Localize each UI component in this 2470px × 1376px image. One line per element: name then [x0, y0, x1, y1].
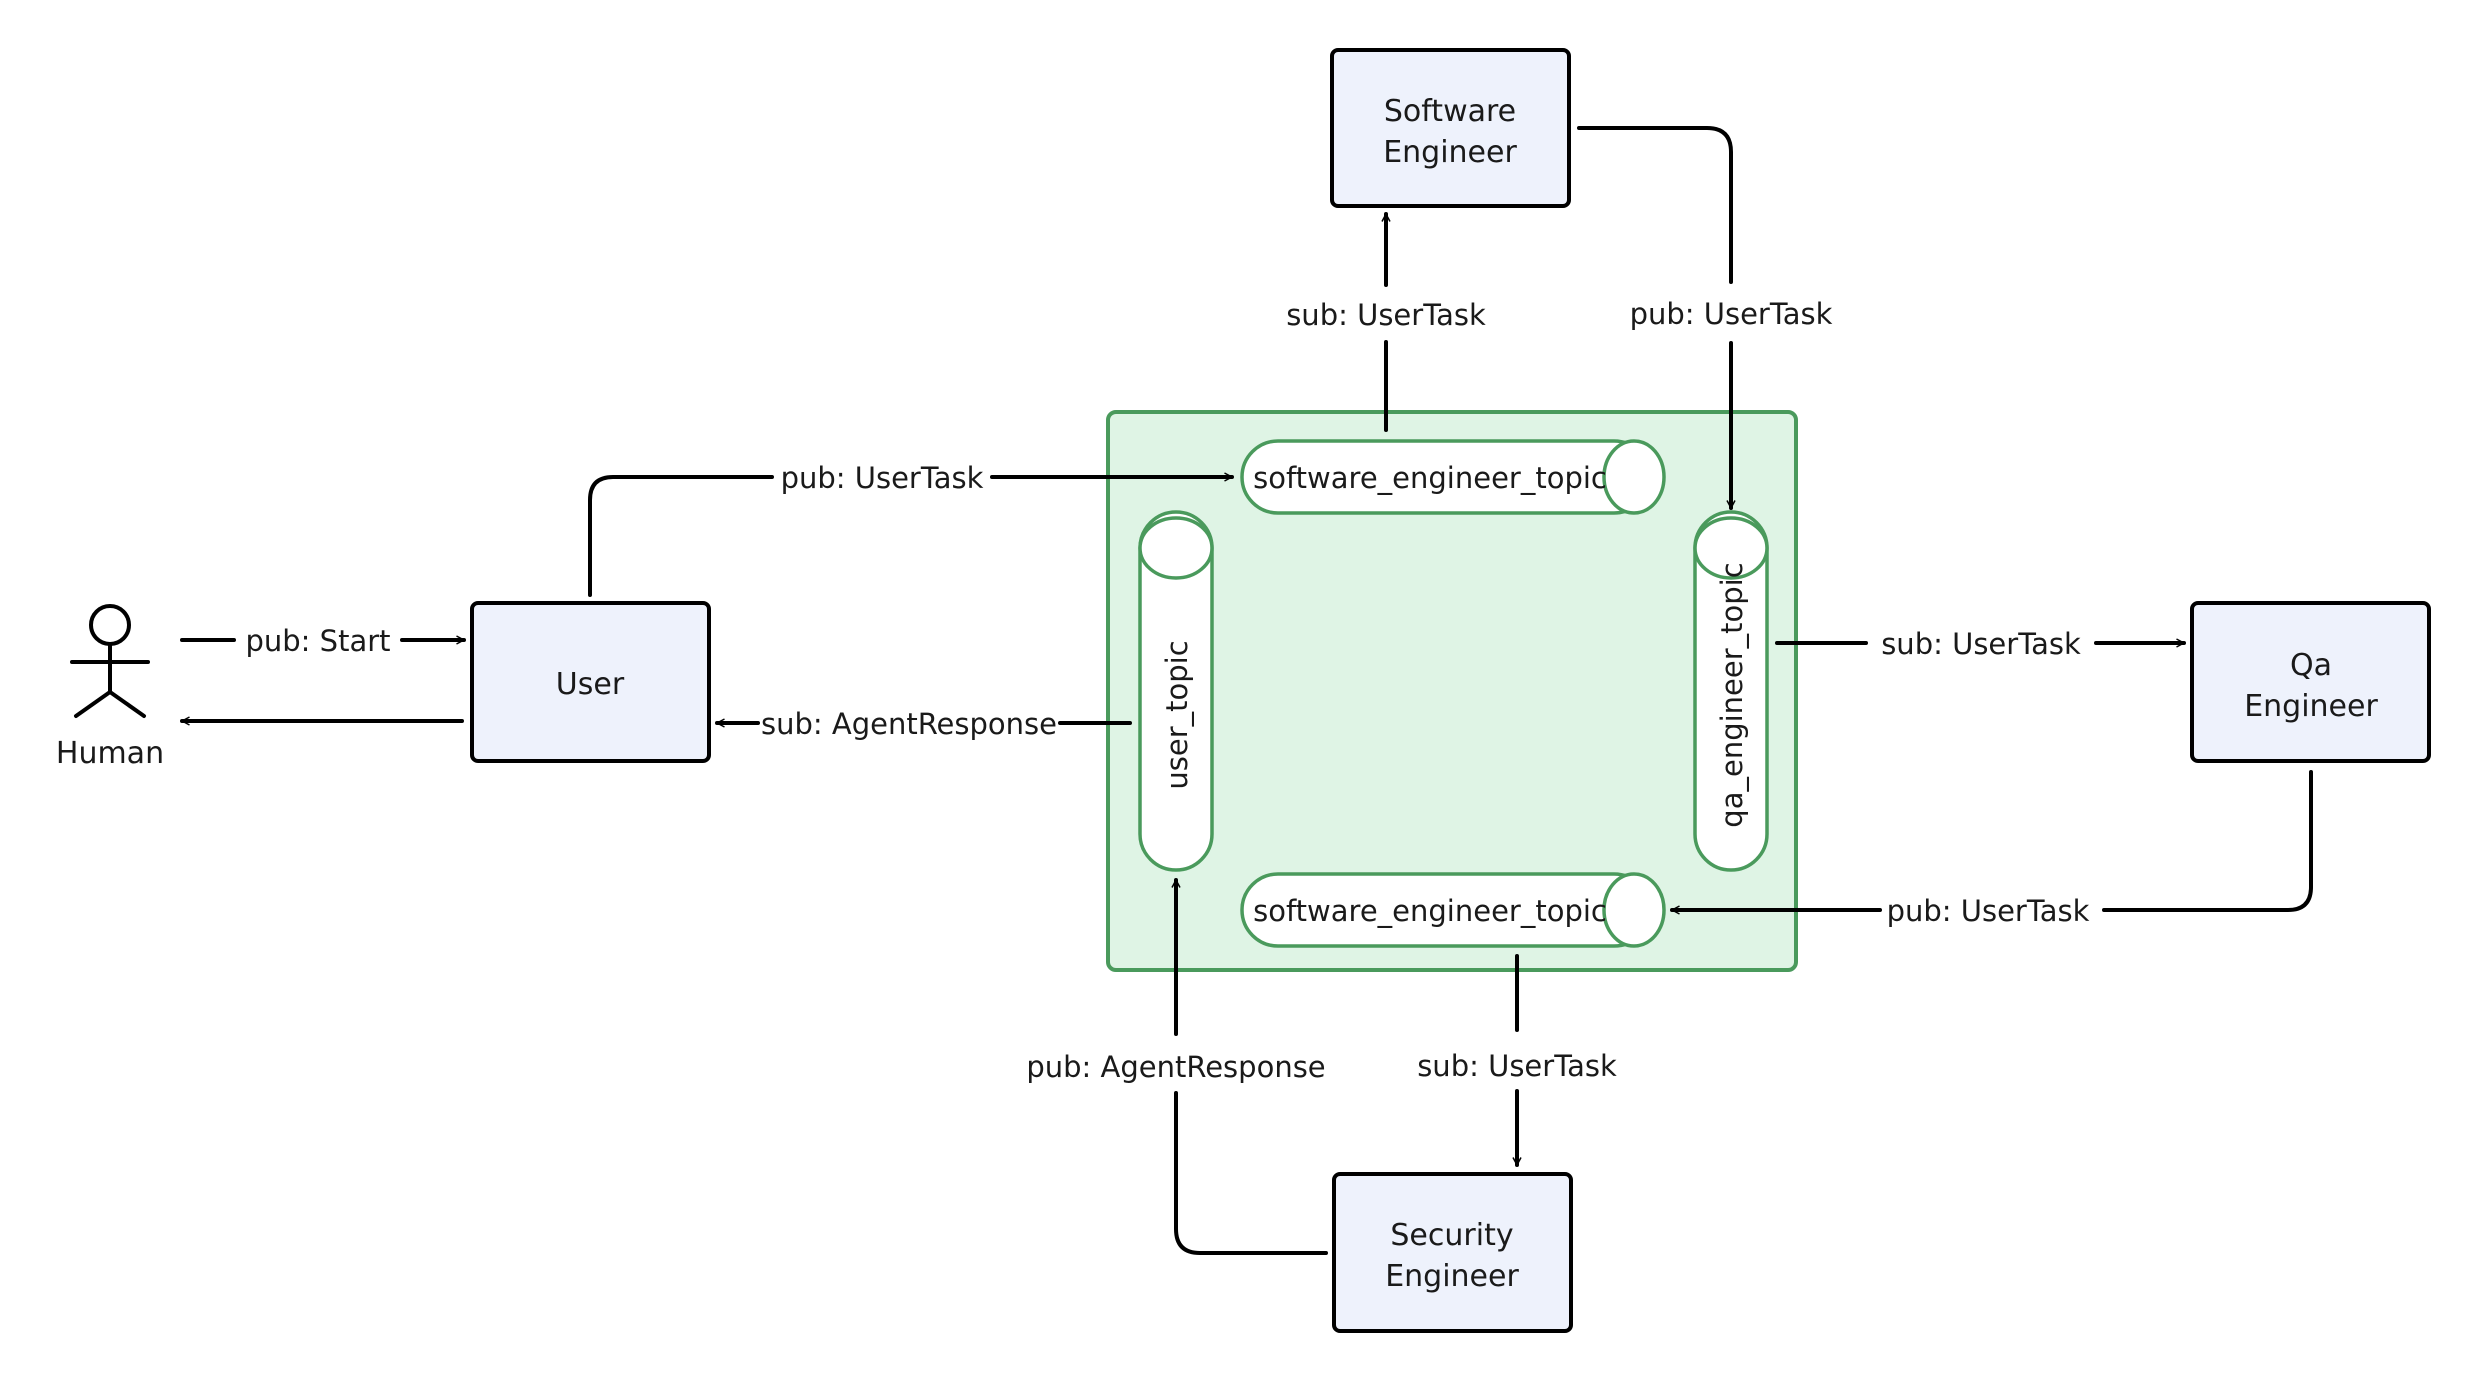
- edge-label-sec-sub: sub: UserTask: [1417, 1049, 1617, 1083]
- topic-area: [1106, 410, 1798, 972]
- node-software-engineer[interactable]: Software Engineer: [1330, 48, 1571, 208]
- edge-se-pub: pub: UserTask: [1577, 126, 1833, 510]
- edge-label-sec-pub: pub: AgentResponse: [1026, 1050, 1325, 1084]
- edge-qa-sub: sub: UserTask: [1775, 627, 2186, 661]
- topic-software-engineer-bottom[interactable]: software_engineer_topic: [1240, 872, 1666, 948]
- edge-se-sub: sub: UserTask: [1286, 212, 1486, 432]
- edge-label-se-pub: pub: UserTask: [1630, 297, 1833, 331]
- topic-top-label: software_engineer_topic: [1253, 461, 1607, 495]
- edge-label-qa-pub: pub: UserTask: [1887, 894, 2090, 928]
- security-engineer-label-line1: Security: [1390, 1218, 1513, 1253]
- human-actor-icon[interactable]: [70, 604, 150, 718]
- edge-label-user-pub: pub: UserTask: [781, 461, 984, 495]
- software-engineer-label-line2: Engineer: [1383, 135, 1517, 170]
- user-label: User: [556, 667, 625, 702]
- node-qa-engineer[interactable]: Qa Engineer: [2190, 601, 2431, 763]
- edge-qa-pub: pub: UserTask: [1670, 770, 2313, 928]
- node-security-engineer[interactable]: Security Engineer: [1332, 1172, 1573, 1333]
- topic-right-label: qa_engineer_topic: [1715, 562, 1749, 827]
- edge-human-to-user: pub: Start: [180, 624, 466, 658]
- qa-engineer-label-line1: Qa: [2290, 648, 2332, 683]
- edge-label-pub-start: pub: Start: [245, 624, 390, 658]
- human-label: Human: [56, 736, 164, 771]
- security-engineer-label-line2: Engineer: [1385, 1259, 1519, 1294]
- edge-user-sub: sub: AgentResponse: [715, 707, 1132, 741]
- qa-engineer-label-line2: Engineer: [2244, 689, 2378, 724]
- node-user[interactable]: User: [470, 601, 711, 763]
- topic-user[interactable]: user_topic: [1138, 510, 1214, 872]
- topic-software-engineer-top[interactable]: software_engineer_topic: [1240, 439, 1666, 515]
- topic-qa-engineer[interactable]: qa_engineer_topic: [1693, 510, 1769, 872]
- edge-sec-pub: pub: AgentResponse: [1026, 878, 1328, 1255]
- software-engineer-label-line1: Software: [1384, 94, 1516, 129]
- edge-label-se-sub: sub: UserTask: [1286, 298, 1486, 332]
- edge-label-qa-sub: sub: UserTask: [1881, 627, 2081, 661]
- topic-bottom-label: software_engineer_topic: [1253, 894, 1607, 928]
- topic-left-label: user_topic: [1160, 640, 1194, 789]
- edge-label-user-sub: sub: AgentResponse: [761, 707, 1057, 741]
- edge-user-to-se-topic: pub: UserTask: [588, 461, 1234, 597]
- edge-sec-sub: sub: UserTask: [1417, 954, 1617, 1167]
